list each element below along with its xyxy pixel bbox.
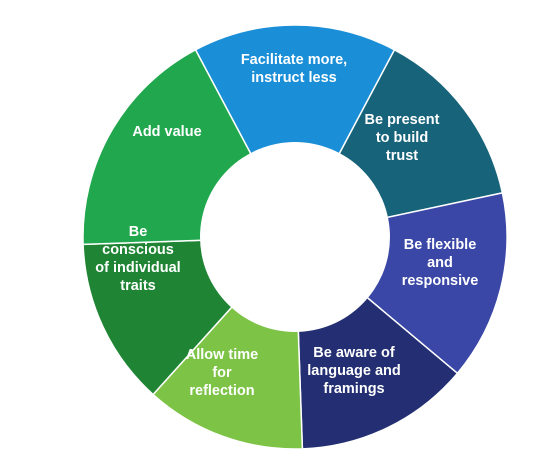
segment-label: Add value	[132, 124, 201, 140]
segment-label-line: Facilitate more,	[241, 52, 347, 68]
segment-label-line: Be present	[365, 112, 440, 128]
segment-label-line: Allow time	[186, 347, 259, 363]
segment-label: Be present to build trust	[365, 112, 440, 164]
segment-label: Be conscious of individual traits	[95, 224, 180, 294]
segment-label: Be flexible and responsive	[402, 237, 479, 289]
segment-label-line: Add value	[132, 124, 201, 140]
segment-label-line: instruct less	[251, 70, 336, 86]
segment-label: Facilitate more, instruct less	[241, 52, 347, 86]
segment-label-line: to build	[376, 130, 428, 146]
segment-label-line: traits	[120, 278, 155, 294]
segment-label-line: Be	[129, 224, 148, 240]
segment-label-line: trust	[386, 148, 418, 164]
segment-label-line: Be aware of	[313, 345, 395, 361]
segment-label-line: and	[427, 255, 453, 271]
segment-label-line: language and	[307, 363, 400, 379]
segment-label: Allow time for reflection	[186, 347, 259, 399]
segment-label-line: framings	[323, 381, 384, 397]
segment-label-line: reflection	[189, 383, 254, 399]
segment-label-line: of individual	[95, 260, 180, 276]
segment-label-line: responsive	[402, 273, 479, 289]
segment-label: Be aware of language and framings	[307, 345, 400, 397]
wheel-segment	[194, 24, 396, 239]
segment-label-line: for	[212, 365, 232, 381]
segment-label-line: Be flexible	[404, 237, 477, 253]
wheel-center-hole	[200, 142, 390, 332]
segment-label-line: conscious	[102, 242, 174, 258]
